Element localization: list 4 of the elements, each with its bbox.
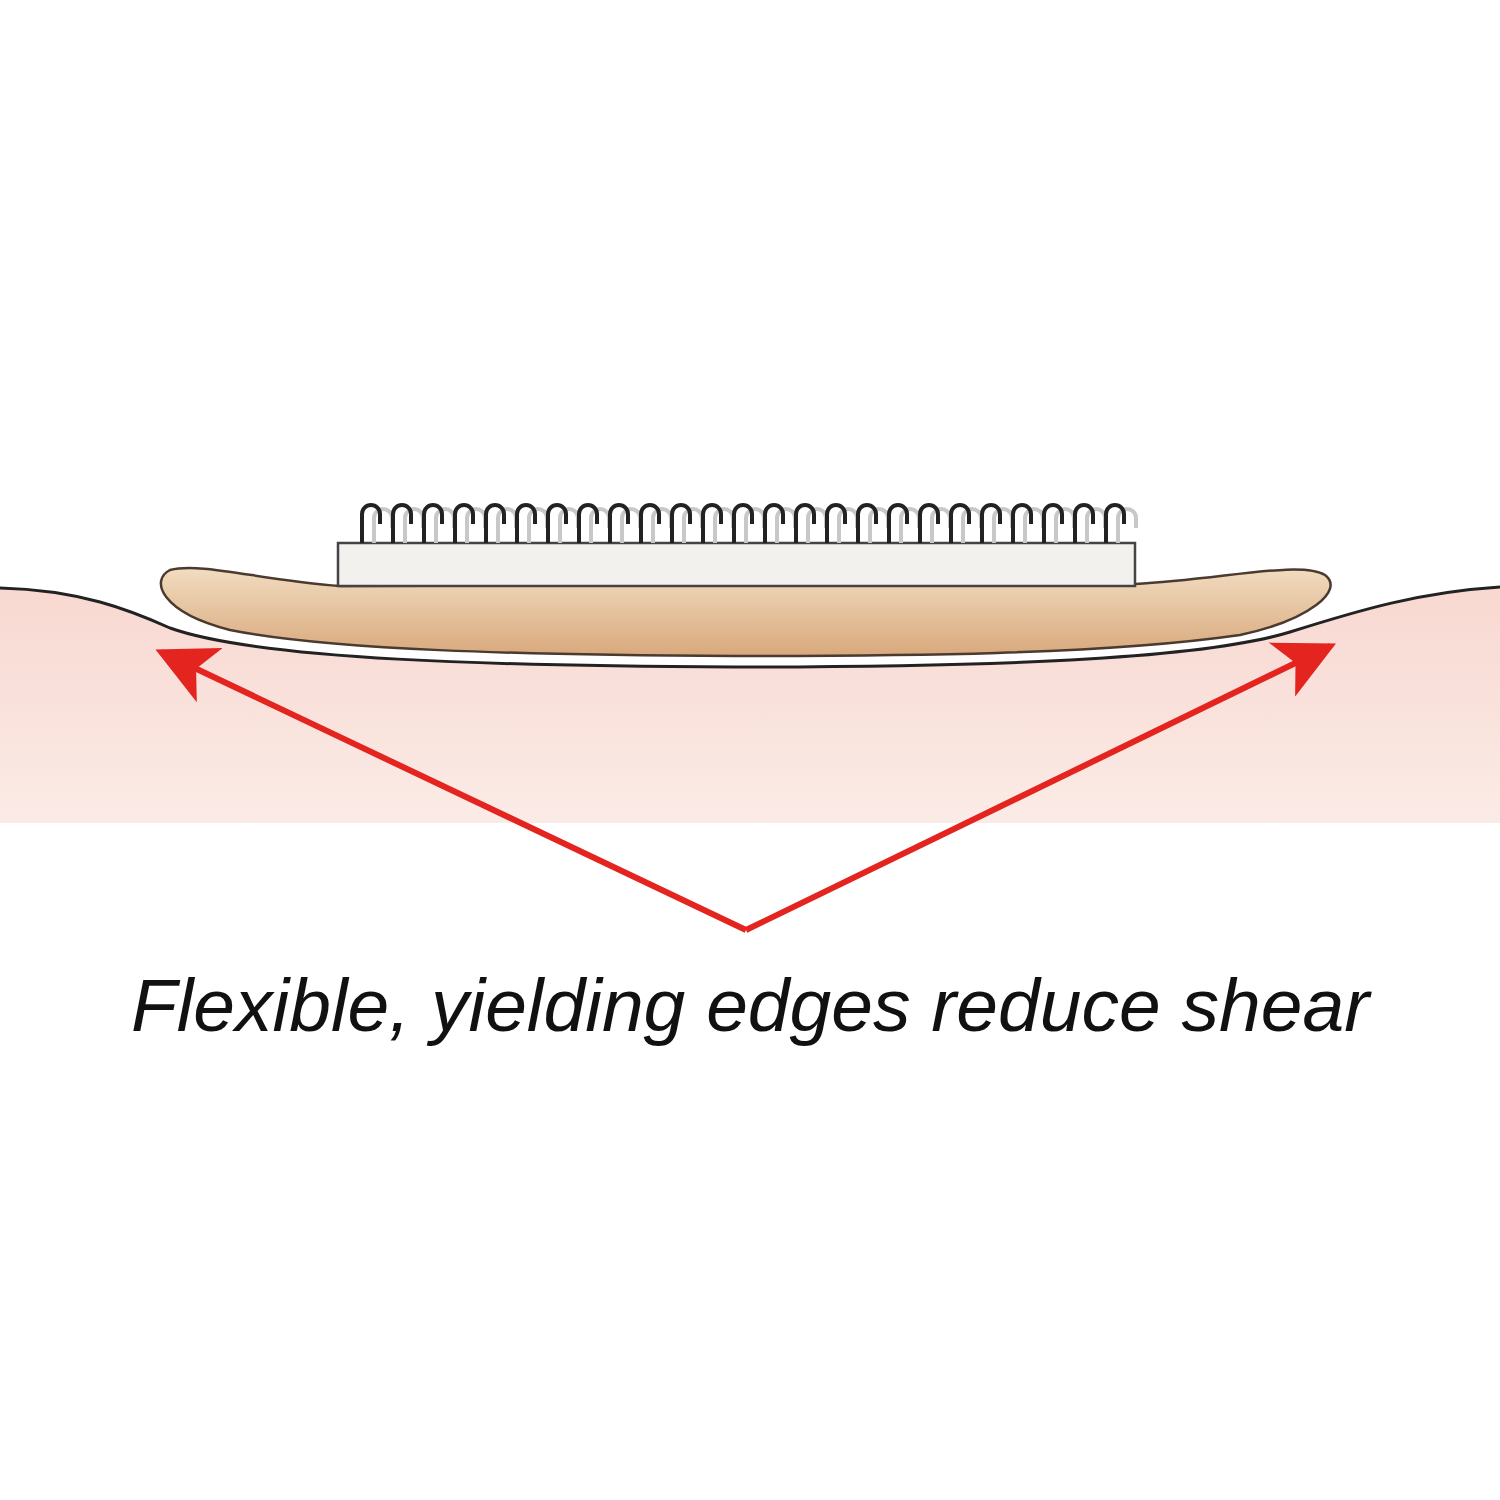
caption-text: Flexible, yielding edges reduce shear xyxy=(130,963,1370,1047)
leader-line xyxy=(155,648,748,933)
leader-line xyxy=(744,642,1336,933)
pad-drawing xyxy=(159,503,1332,658)
